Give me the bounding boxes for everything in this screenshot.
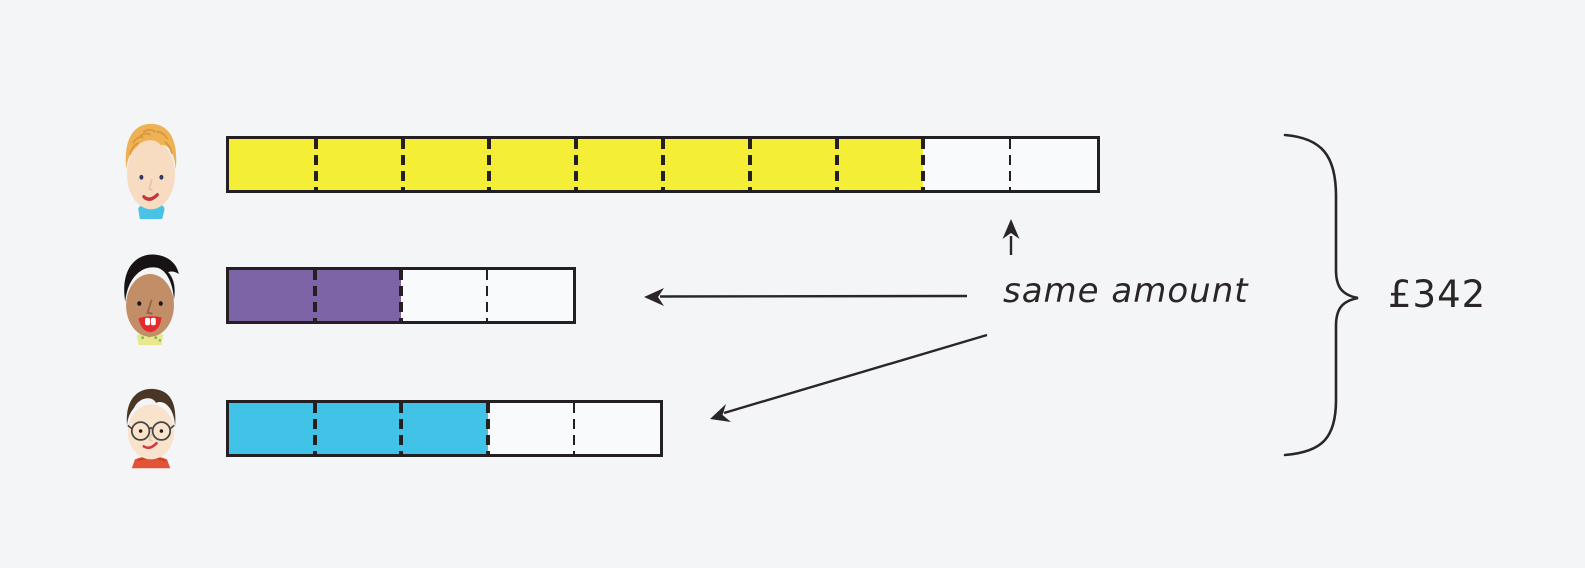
segment-divider	[574, 139, 579, 190]
segment-divider	[485, 270, 489, 321]
dark-haired-child-face-icon	[124, 254, 179, 346]
bar-dark-haired-child	[226, 267, 576, 324]
bar-blonde-boy	[226, 136, 1100, 193]
segment-divider	[487, 139, 492, 190]
segment-divider	[313, 403, 318, 454]
segment-divider	[313, 139, 318, 190]
bar-boy-with-glasses	[226, 400, 663, 457]
avatar-blonde-boy	[119, 119, 183, 224]
blonde-boy-face-icon	[125, 123, 177, 220]
segment-divider	[313, 270, 317, 321]
segment-divider	[573, 403, 575, 454]
segment-divider	[834, 139, 839, 190]
segment-divider	[661, 139, 665, 190]
avatar-dark-haired-child	[117, 250, 183, 350]
total-amount-label: £342	[1388, 273, 1487, 316]
segment-divider	[400, 139, 405, 190]
bar-fill	[229, 403, 488, 454]
boy-with-glasses-face-icon	[126, 388, 176, 469]
curly-brace-icon	[1283, 133, 1359, 457]
segment-divider	[399, 270, 403, 321]
segment-divider	[399, 403, 404, 454]
avatar-boy-with-glasses	[119, 385, 183, 473]
up-arrow-icon	[1002, 219, 1020, 255]
segment-divider	[485, 403, 490, 454]
diagonal-arrow-icon	[710, 333, 988, 422]
segment-divider	[921, 139, 926, 190]
same-amount-label: same amount	[1003, 271, 1249, 311]
left-arrow-icon	[644, 288, 968, 306]
segment-divider	[747, 139, 752, 190]
segment-divider	[1009, 139, 1011, 190]
